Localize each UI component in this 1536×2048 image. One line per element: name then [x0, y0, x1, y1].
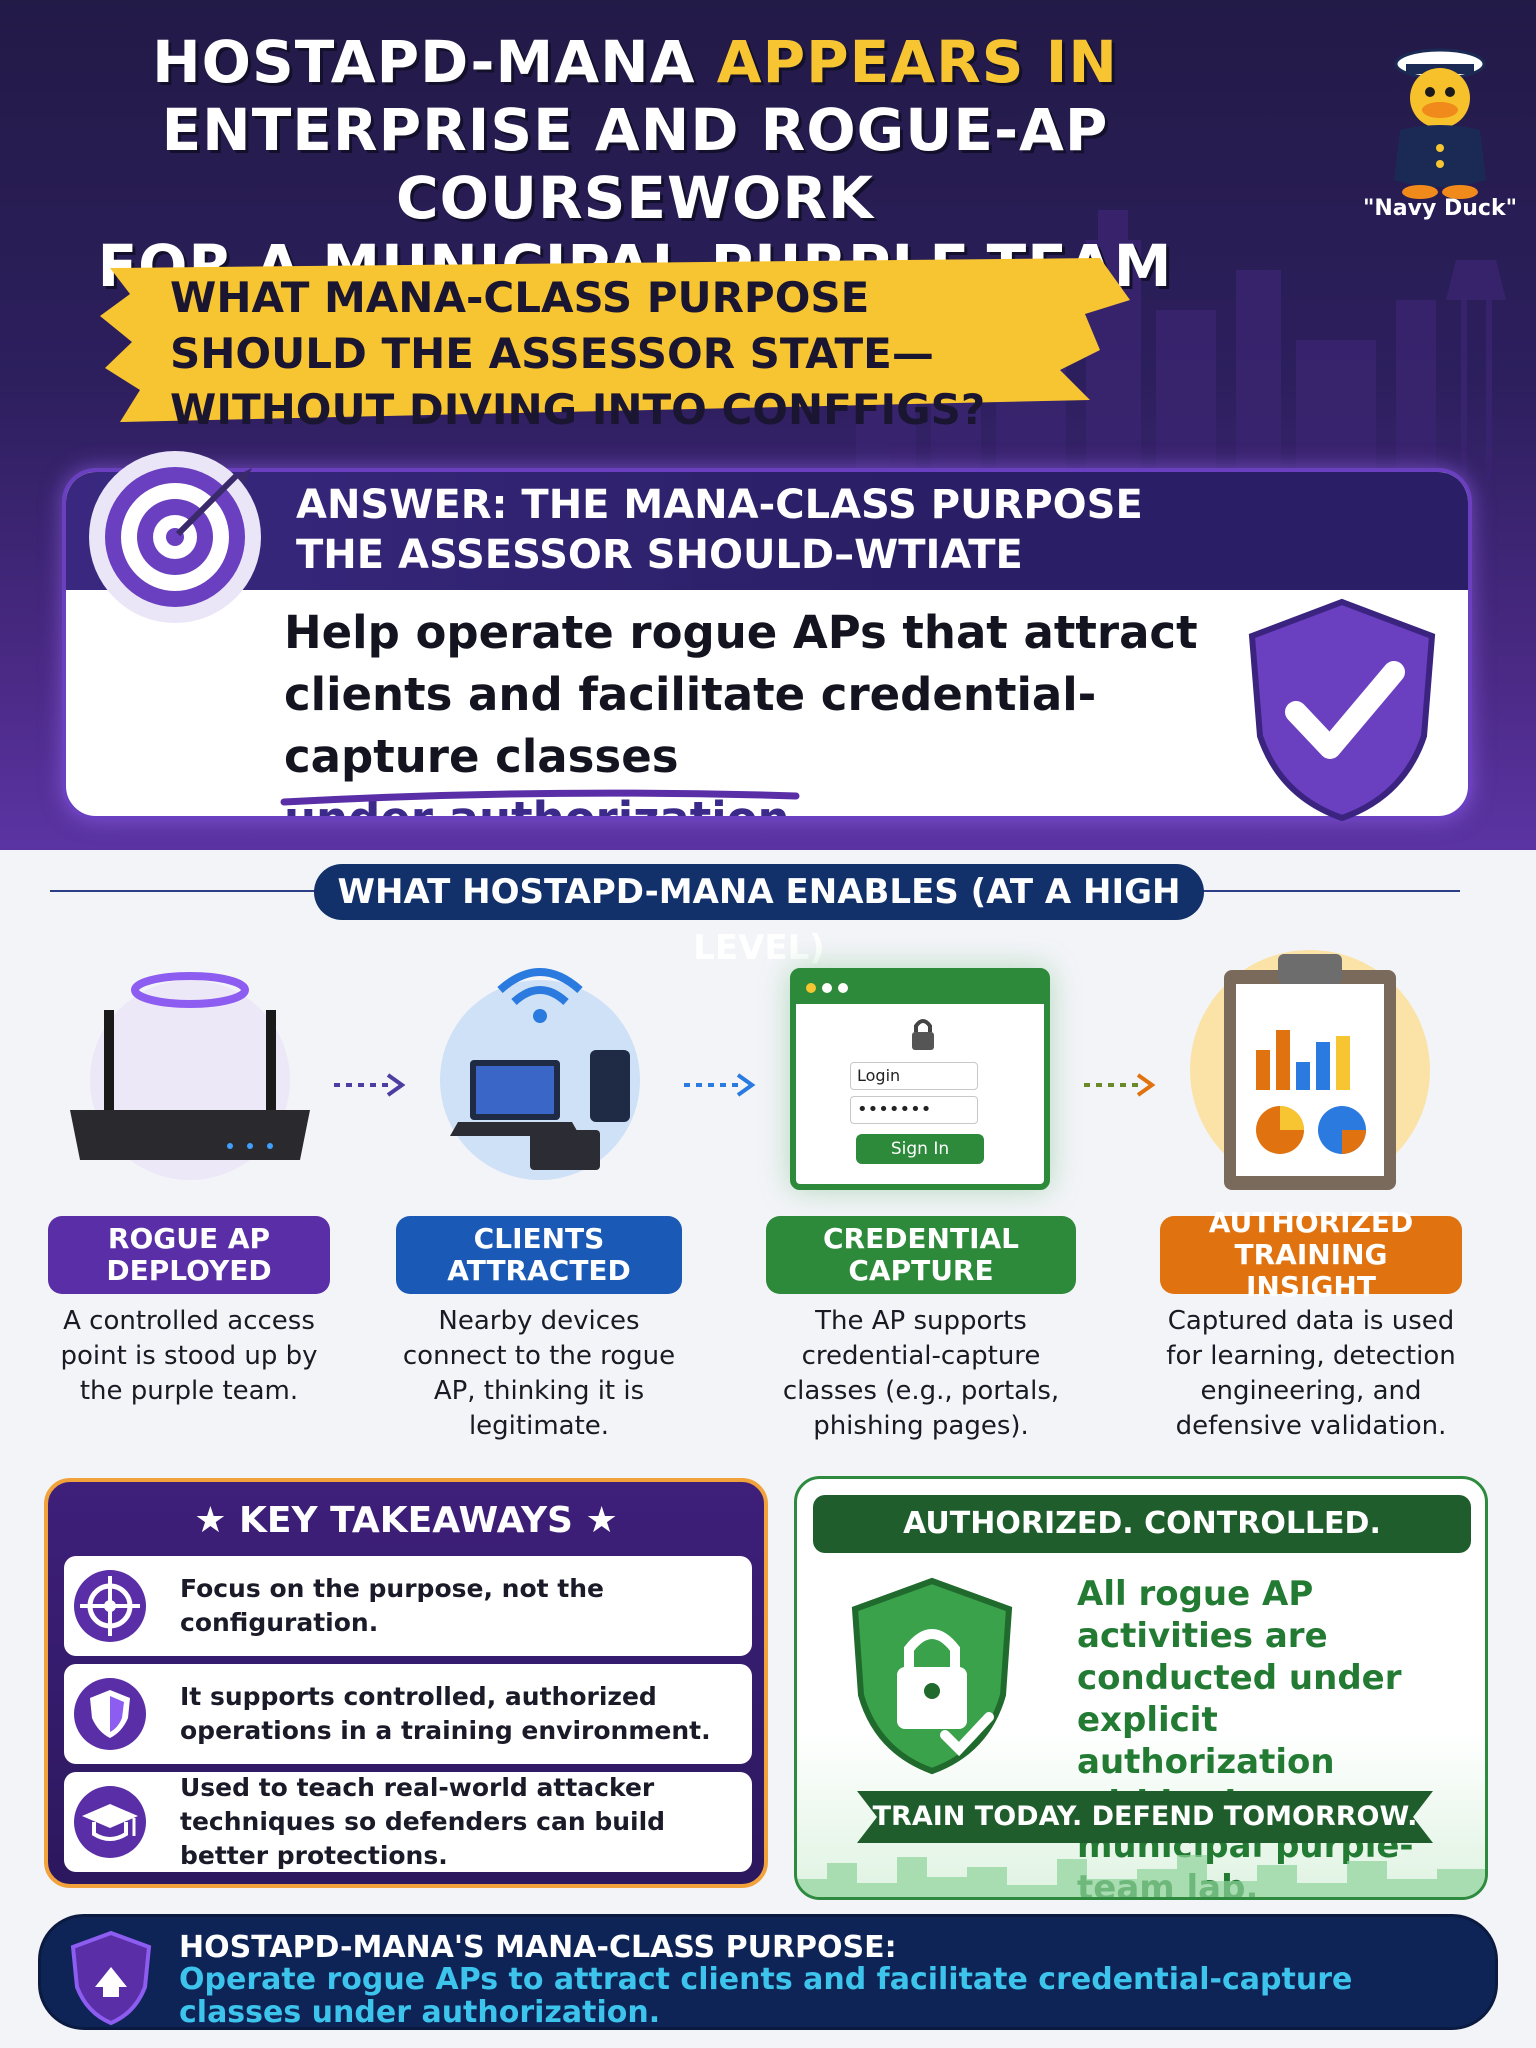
underline-stroke [280, 789, 800, 806]
takeaway-item: Used to teach real-world attacker techni… [64, 1772, 752, 1872]
footer-title: HOSTAPD-MANA'S MANA-CLASS PURPOSE: [179, 1930, 897, 1965]
router-icon [70, 972, 310, 1180]
shield-badge-icon [70, 1930, 152, 2026]
footer-summary: HOSTAPD-MANA'S MANA-CLASS PURPOSE: Opera… [38, 1914, 1498, 2030]
yellow-brush-stroke [100, 258, 1130, 422]
takeaway-text: Used to teach real-world attacker techni… [180, 1773, 666, 1870]
login-window-mockup: Login ••••••• Sign In [790, 968, 1050, 1190]
clipboard-report-icon [1190, 950, 1430, 1190]
footer-text: Operate rogue APs to attract clients and… [179, 1962, 1353, 2030]
window-dot-icon [822, 983, 832, 993]
hero-section: HOSTAPD-MANA APPEARS IN ENTERPRISE AND R… [0, 0, 1536, 850]
answer-label: ANSWER: THE MANA-CLASS PURPOSE THE ASSES… [296, 482, 1143, 578]
title-highlight: APPEARS IN [716, 28, 1118, 96]
lock-shield-icon [851, 1577, 1013, 1775]
takeaway-item: It supports controlled, authorized opera… [64, 1664, 752, 1764]
answer-text-main: Help operate rogue APs that attract clie… [284, 606, 1198, 783]
step-label-credential: CREDENTIAL CAPTURE [766, 1216, 1076, 1294]
step-label-clients: CLIENTS ATTRACTED [396, 1216, 682, 1294]
sign-in-button: Sign In [856, 1134, 984, 1164]
username-field: Login [850, 1062, 978, 1090]
password-field: ••••••• [850, 1096, 978, 1124]
question-banner: WHAT MANA-CLASS PURPOSE SHOULD THE ASSES… [100, 250, 1130, 434]
window-dot-icon [806, 983, 816, 993]
ribbon-text: TRAIN TODAY. DEFEND TOMORROW. [872, 1801, 1418, 1832]
step-desc-credential: The AP supports credential-capture class… [782, 1306, 1060, 1441]
answer-header-bar [66, 472, 1468, 590]
arrow-right-icon [1084, 1073, 1156, 1097]
window-dot-icon [838, 983, 848, 993]
question-text: WHAT MANA-CLASS PURPOSE SHOULD THE ASSES… [170, 273, 986, 434]
window-titlebar [796, 974, 1044, 1004]
navy-duck-mascot-icon [1394, 48, 1486, 199]
ribbon-banner [857, 1791, 1433, 1843]
section-heading: WHAT HOSTAPD-MANA ENABLES (AT A HIGH LEV… [314, 864, 1204, 968]
takeaway-text: It supports controlled, authorized opera… [180, 1682, 711, 1745]
shield-icon [74, 1678, 146, 1750]
step-desc-rogue-ap: A controlled access point is stood up by… [60, 1306, 318, 1406]
takeaway-item: Focus on the purpose, not the configurat… [64, 1556, 752, 1656]
step-label-rogue-ap: ROGUE AP DEPLOYED [48, 1216, 330, 1294]
target-icon [89, 451, 261, 623]
takeaways-title: ★ KEY TAKEAWAYS ★ [194, 1500, 618, 1541]
title-part1: HOSTAPD-MANA [152, 28, 696, 96]
key-takeaways-panel: ★ KEY TAKEAWAYS ★ Focus on the purpose, … [44, 1478, 768, 1888]
answer-text: Help operate rogue APs that attract clie… [284, 602, 1284, 816]
authorized-panel: AUTHORIZED. CONTROLLED. EDUCATIONAL. All… [794, 1476, 1488, 1900]
arrow-right-icon [684, 1073, 756, 1097]
title-line2: ENTERPRISE AND ROGUE-AP COURSEWORK [161, 96, 1109, 232]
graduation-cap-icon [74, 1786, 146, 1858]
arrow-right-icon [334, 1073, 406, 1097]
mascot-label: "Navy Duck" [1362, 196, 1518, 221]
crosshair-icon [74, 1570, 146, 1642]
takeaway-text: Focus on the purpose, not the configurat… [180, 1574, 604, 1637]
checkmark-shield-icon [1248, 598, 1436, 822]
devices-icon [440, 968, 640, 1180]
answer-card: ANSWER: THE MANA-CLASS PURPOSE THE ASSES… [62, 468, 1472, 820]
step-desc-training: Captured data is used for learning, dete… [1166, 1306, 1456, 1441]
step-desc-clients: Nearby devices connect to the rogue AP, … [402, 1306, 676, 1441]
skyline-silhouette [797, 1855, 1485, 1897]
authorized-heading: AUTHORIZED. CONTROLLED. EDUCATIONAL. [813, 1495, 1471, 1599]
lock-icon [912, 1019, 934, 1050]
step-label-training: AUTHORIZED TRAINING INSIGHT [1160, 1207, 1462, 1303]
